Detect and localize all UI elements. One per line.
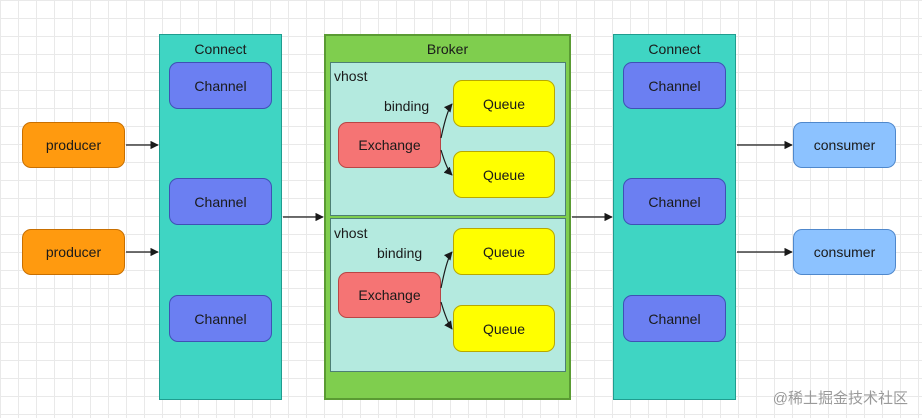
queue-1a[interactable]: Queue [453,80,555,127]
consumer-1[interactable]: consumer [793,122,896,168]
queue-2a[interactable]: Queue [453,228,555,275]
left-channel-2[interactable]: Channel [169,178,272,225]
left-channel-1[interactable]: Channel [169,62,272,109]
left-channel-3[interactable]: Channel [169,295,272,342]
watermark: @稀土掘金技术社区 [772,390,908,407]
vhost-2-label: vhost [334,225,368,241]
left-connect-title: Connect [194,41,247,57]
right-channel-2[interactable]: Channel [623,178,726,225]
producer-1[interactable]: producer [22,122,125,168]
binding-2-label: binding [377,245,423,261]
producer-2[interactable]: producer [22,229,125,275]
exchange-2[interactable]: Exchange [338,272,441,318]
binding-1-label: binding [384,98,430,114]
vhost-1-label: vhost [334,68,368,84]
consumer-2[interactable]: consumer [793,229,896,275]
exchange-1[interactable]: Exchange [338,122,441,168]
right-channel-3[interactable]: Channel [623,295,726,342]
queue-1b[interactable]: Queue [453,151,555,198]
broker-title: Broker [426,41,469,57]
right-channel-1[interactable]: Channel [623,62,726,109]
queue-2b[interactable]: Queue [453,305,555,352]
right-connect-title: Connect [648,41,701,57]
